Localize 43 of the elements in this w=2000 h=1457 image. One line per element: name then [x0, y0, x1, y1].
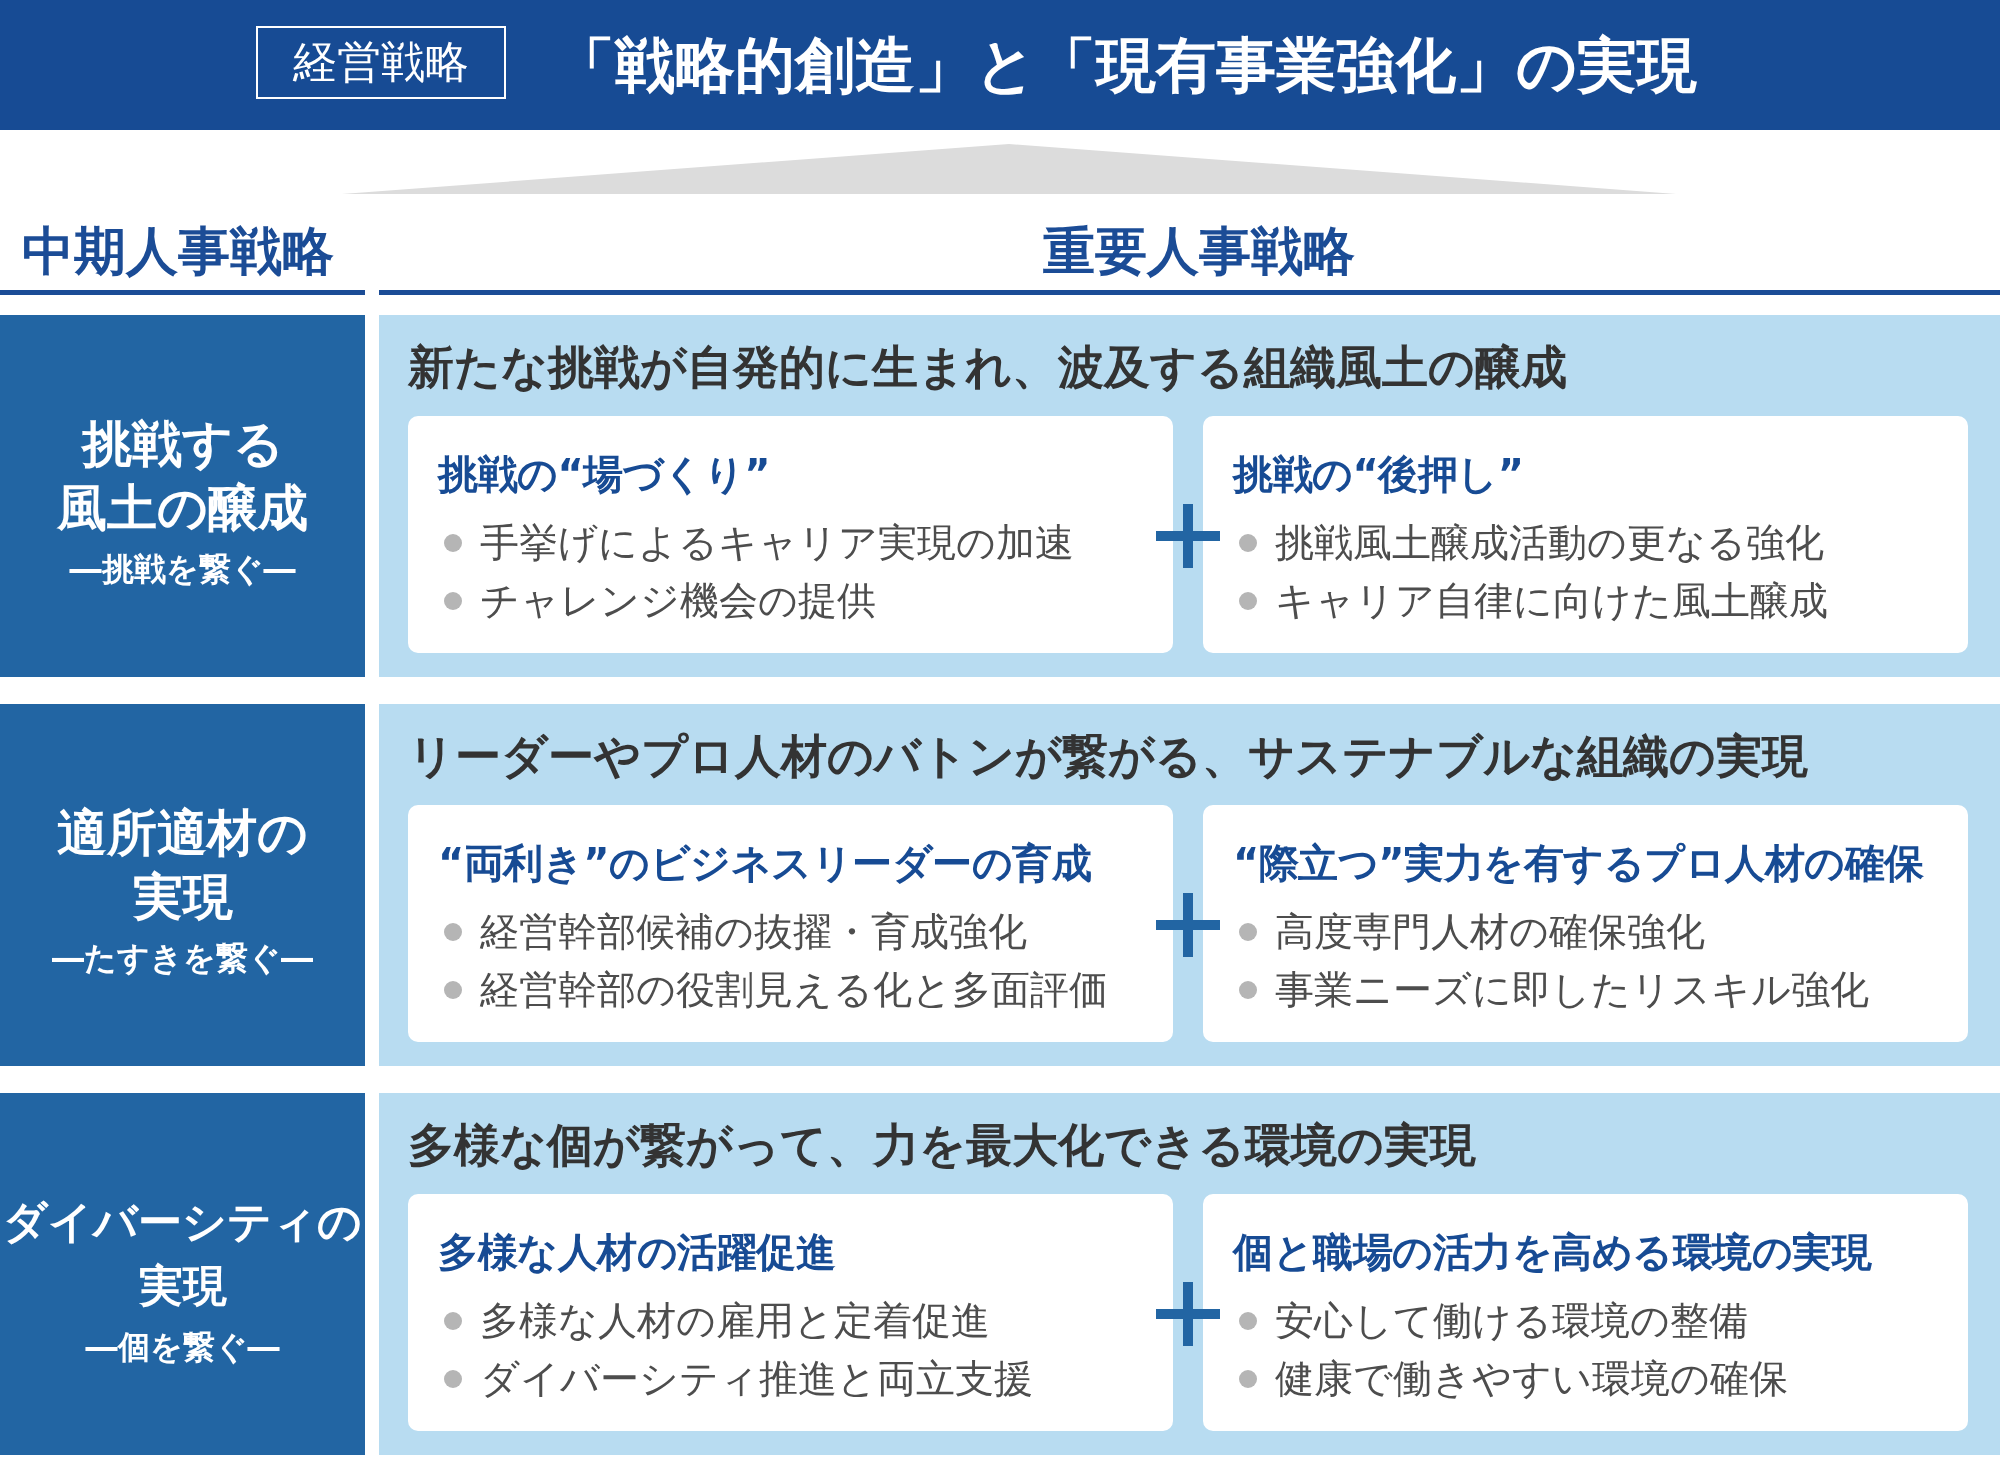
list-item: 手挙げによるキャリア実現の加速	[480, 519, 1074, 567]
category-box	[0, 315, 365, 677]
list-item: 事業ニーズに即したリスキル強化	[1275, 966, 1869, 1014]
list-item: 経営幹部候補の抜擢・育成強化	[480, 908, 1027, 956]
strategy-panel	[379, 704, 2000, 1066]
list-item: 経営幹部の役割見える化と多面評価	[480, 966, 1108, 1014]
category-title: 挑戦する風土の醸成	[57, 414, 308, 539]
section-heading: 中期人事戦略	[22, 222, 334, 280]
card-title: 個と職場の活力を高める環境の実現	[1233, 1228, 1871, 1277]
list-item: キャリア自律に向けた風土醸成	[1275, 577, 1828, 625]
list-item: ダイバーシティ推進と両立支援	[480, 1355, 1033, 1403]
strategy-card	[408, 805, 1173, 1042]
strategy-card	[408, 1194, 1173, 1431]
card-title: 多様な人材の活躍促進	[438, 1228, 835, 1277]
category-title: 適所適材の実現	[57, 803, 308, 928]
category-tag: 経営戦略	[256, 26, 506, 99]
card-title: “際立つ”実力を有するプロ人材の確保	[1233, 839, 1924, 888]
category-subtitle: ―挑戦を繋ぐ―	[69, 549, 296, 589]
list-item: 挑戦風土醸成活動の更なる強化	[1275, 519, 1824, 567]
list-item: チャレンジ機会の提供	[480, 577, 876, 625]
list-item: 多様な人材の雇用と定着促進	[480, 1297, 990, 1345]
section-heading: 重要人事戦略	[1043, 222, 1355, 280]
category-box	[0, 704, 365, 1066]
panel-heading: リーダーやプロ人材のバトンが繋がる、サステナブルな組織の実現	[408, 728, 1808, 785]
strategy-panel	[379, 315, 2000, 677]
category-subtitle: ―個を繋ぐ―	[85, 1327, 280, 1367]
strategy-card	[408, 416, 1173, 653]
card-title: “両利き”のビジネスリーダーの育成	[438, 839, 1092, 888]
category-box	[0, 1093, 365, 1455]
card-title: 挑戦の“場づくり”	[438, 450, 771, 499]
panel-heading: 多様な個が繋がって、力を最大化できる環境の実現	[408, 1117, 1476, 1174]
strategy-panel	[379, 1093, 2000, 1455]
category-subtitle: ―たすきを繋ぐ―	[52, 938, 313, 978]
title: 「戦略的創造」と「現有事業強化」の実現	[555, 29, 1697, 101]
list-item: 健康で働きやすい環境の確保	[1275, 1355, 1788, 1403]
category-title: ダイバーシティの実現	[3, 1195, 362, 1313]
panel-heading: 新たな挑戦が自発的に生まれ、波及する組織風土の醸成	[408, 339, 1567, 396]
strategy-card	[1203, 805, 1968, 1042]
strategy-card	[1203, 1194, 1968, 1431]
list-item: 安心して働ける環境の整備	[1275, 1297, 1748, 1345]
card-title: 挑戦の“後押し”	[1233, 450, 1524, 499]
strategy-card	[1203, 416, 1968, 653]
list-item: 高度専門人材の確保強化	[1275, 908, 1705, 956]
